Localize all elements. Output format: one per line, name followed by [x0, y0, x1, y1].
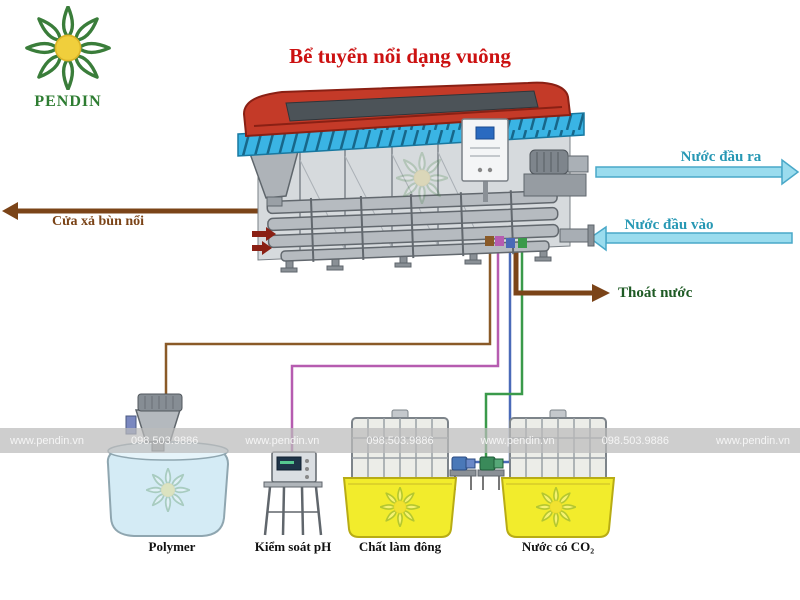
watermark-item: www.pendin.vn	[245, 434, 320, 447]
ph-line	[290, 246, 500, 452]
dosing-pump-2	[477, 456, 505, 490]
watermark-item: www.pendin.vn	[715, 434, 790, 447]
drain-arrow-icon	[513, 248, 610, 302]
drain-label: Thoát nước	[618, 285, 693, 301]
dosing-valves	[485, 236, 527, 248]
coagulant-tote-label: Chất làm đông	[358, 539, 442, 554]
watermark-band: www.pendin.vn 098.503.9886 www.pendin.vn…	[0, 428, 800, 453]
water-in-arrow-icon	[588, 225, 793, 252]
polymer-tank	[106, 393, 230, 537]
watermark-item: www.pendin.vn	[480, 434, 555, 447]
flow-direction-arrows	[252, 227, 276, 255]
water-in-label: Nước đầu vào	[624, 217, 714, 233]
control-panel	[461, 118, 509, 202]
watermark-item: 098.503.9886	[601, 434, 669, 447]
air-pump-assembly	[523, 149, 589, 197]
watermark-item: www.pendin.vn	[10, 434, 84, 447]
flotation-machine	[237, 81, 595, 273]
dosing-pump-1	[449, 456, 477, 490]
machine-pipes	[266, 189, 560, 262]
polymer-line	[164, 246, 492, 410]
polymer-tank-label: Polymer	[148, 539, 196, 554]
page-title: Bể tuyển nổi dạng vuông	[289, 44, 511, 68]
sludge-arrow-icon	[2, 202, 274, 220]
co2-tote-label: Nước có CO₂	[521, 539, 595, 554]
inlet-pipe	[559, 224, 595, 247]
machine-lid	[243, 81, 571, 137]
ph-controller-label: Kiểm soát pH	[254, 539, 332, 554]
watermark-item: 098.503.9886	[131, 434, 199, 447]
watermark-item: 098.503.9886	[366, 434, 434, 447]
pendin-logo-text: PENDIN	[34, 93, 102, 110]
water-out-label: Nước đầu ra	[680, 149, 762, 165]
water-out-arrow-icon	[595, 158, 800, 186]
stand-legs	[263, 486, 323, 536]
ph-controller	[263, 451, 323, 536]
sludge-out-label: Cửa xả bùn nổi	[52, 214, 145, 229]
